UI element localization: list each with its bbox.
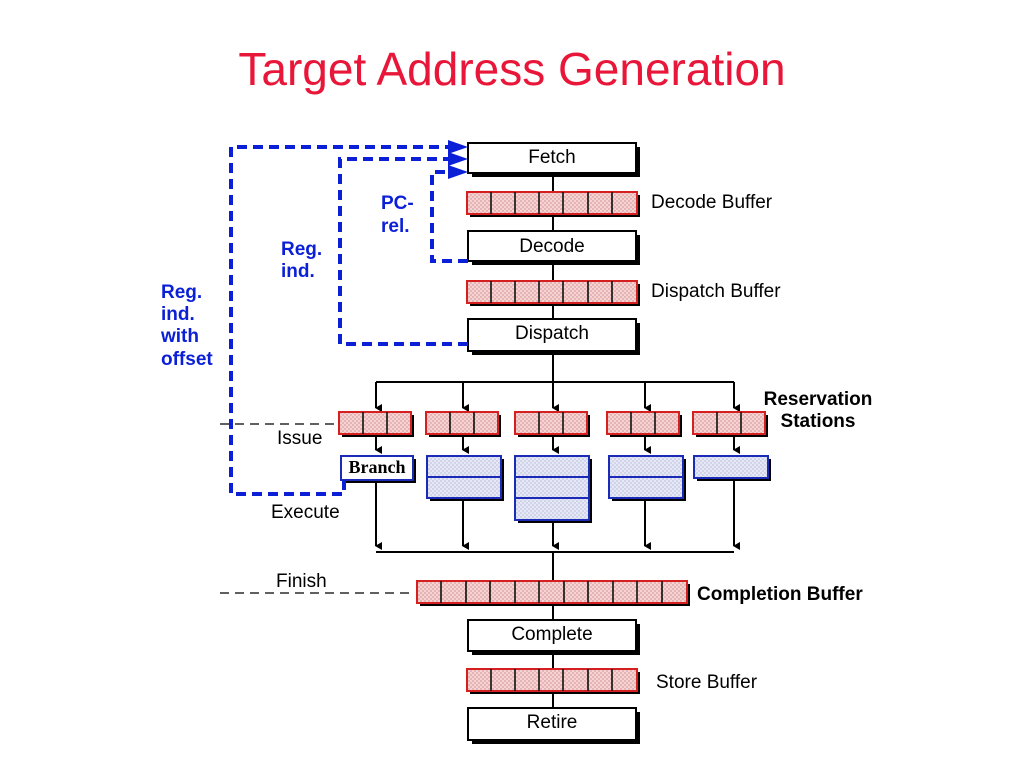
reservation-station-1 xyxy=(338,411,414,437)
reg-ind-offset-label-line2: ind. xyxy=(161,304,195,325)
reg-ind-label-line2: ind. xyxy=(281,261,315,282)
exec-unit-5 xyxy=(693,455,771,481)
stage-fetch: Fetch xyxy=(467,142,640,177)
exec-unit-2 xyxy=(426,455,504,501)
dispatch-buffer xyxy=(466,280,640,306)
slide-title: Target Address Generation xyxy=(238,43,786,95)
stage-complete: Complete xyxy=(467,619,640,655)
reservation-station-2 xyxy=(425,411,501,437)
result-bus xyxy=(375,479,740,553)
store-buffer xyxy=(466,668,640,694)
completion-buffer xyxy=(416,580,690,606)
stage-retire: Retire xyxy=(467,707,640,744)
arrow-head-icon xyxy=(448,152,468,166)
arrow-head-icon xyxy=(448,165,468,179)
store-buffer-label: Store Buffer xyxy=(656,672,758,693)
stage-complete-label: Complete xyxy=(511,624,592,645)
reg-indirect-path xyxy=(338,157,468,346)
decode-buffer xyxy=(466,191,640,217)
reservation-station-5 xyxy=(692,411,768,437)
stage-decode-label: Decode xyxy=(519,236,585,257)
dispatch-buffer-label: Dispatch Buffer xyxy=(651,281,781,302)
reg-ind-offset-label-line3: with xyxy=(160,326,199,347)
exec-unit-3 xyxy=(514,455,592,523)
exec-unit-4 xyxy=(608,455,686,501)
finish-label: Finish xyxy=(276,571,327,592)
stage-dispatch: Dispatch xyxy=(467,318,640,355)
rs-to-unit-arrows xyxy=(375,436,740,454)
reservation-station-4 xyxy=(606,411,682,437)
pc-rel-label-line2: rel. xyxy=(381,216,410,237)
reg-ind-offset-label-line1: Reg. xyxy=(161,282,202,303)
blue-arrowheads xyxy=(448,140,468,179)
reg-ind-offset-label-line4: offset xyxy=(161,349,213,370)
reg-indirect-offset-path xyxy=(229,145,450,496)
stage-decode: Decode xyxy=(467,230,640,265)
completion-buffer-label: Completion Buffer xyxy=(697,584,863,605)
decode-buffer-label: Decode Buffer xyxy=(651,192,773,213)
execute-label: Execute xyxy=(271,502,340,523)
dispatch-bus xyxy=(375,381,740,412)
arrow-head-icon xyxy=(448,140,468,154)
issue-label: Issue xyxy=(277,428,322,449)
stage-fetch-label: Fetch xyxy=(528,147,576,168)
reservation-stations-label-line1: Reservation xyxy=(764,389,873,410)
stage-retire-label: Retire xyxy=(527,712,578,733)
branch-unit-label: Branch xyxy=(348,457,405,477)
pc-relative-path xyxy=(430,170,468,263)
pc-rel-label-line1: PC- xyxy=(381,193,414,214)
reservation-station-3 xyxy=(514,411,590,437)
branch-unit: Branch xyxy=(340,455,416,483)
reg-ind-label-line1: Reg. xyxy=(281,239,322,260)
reservation-stations-label-line2: Stations xyxy=(781,411,856,432)
stage-dispatch-label: Dispatch xyxy=(515,323,589,344)
